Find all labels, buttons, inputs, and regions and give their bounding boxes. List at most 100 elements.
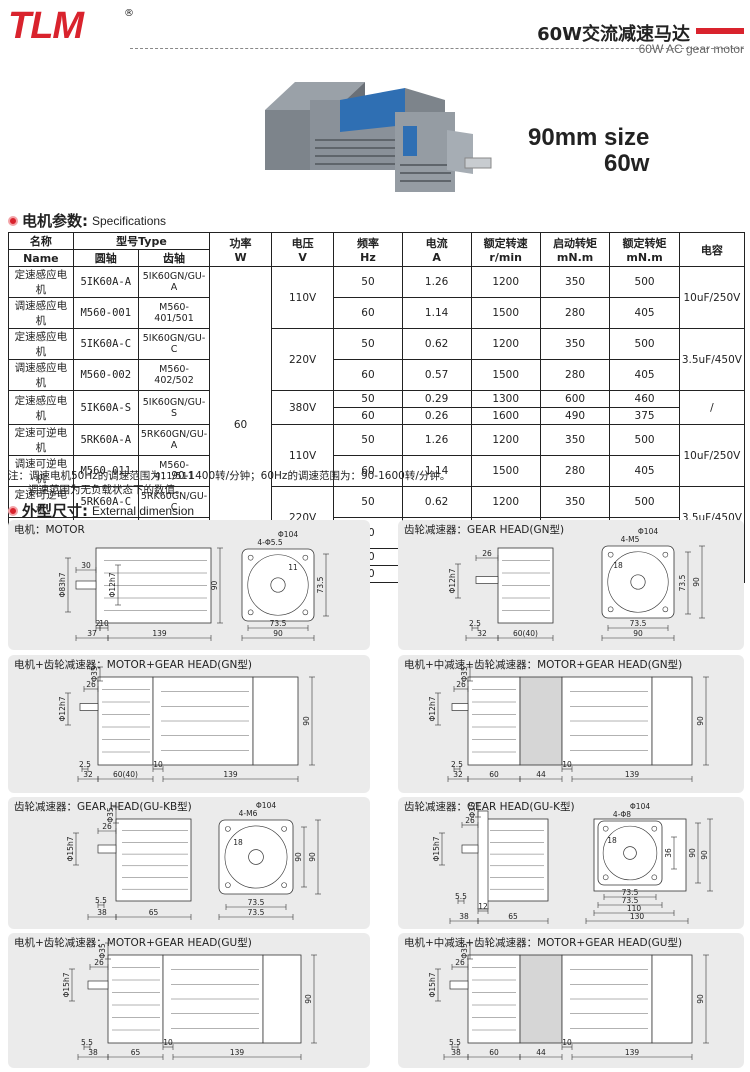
cell-speed: 1200 <box>470 424 541 456</box>
cell-name: 定速感应电机 <box>8 390 74 425</box>
mount-hole <box>651 874 658 881</box>
dimension-label: 5.5 <box>449 1038 461 1047</box>
gearbox-body <box>651 954 693 1044</box>
cell-gear-model: 5IK60GN/GU-C <box>137 328 211 360</box>
gearbox-body <box>252 676 299 766</box>
shaft-circle <box>630 574 646 590</box>
col-frequency-label: 频率 <box>356 237 379 250</box>
bullet-icon <box>8 505 18 516</box>
dimension-label: 4-Φ8 <box>613 810 631 819</box>
col-power: 功率 W <box>209 232 272 267</box>
cell-model: 5RK60A-A <box>72 424 139 456</box>
cell-speed: 1500 <box>470 297 541 329</box>
dimension-label: 32 <box>477 629 487 638</box>
mount-hole <box>302 554 309 561</box>
dimension-label: 90 <box>696 716 705 726</box>
cell-start-torque: 350 <box>539 328 611 360</box>
cell-current: 1.26 <box>401 266 472 298</box>
dimension-label: 5.5 <box>81 1038 93 1047</box>
dimension-label: 18 <box>607 836 617 845</box>
cell-current: 0.62 <box>401 328 472 360</box>
cell-rated-torque: 405 <box>609 455 680 487</box>
cell-model: 5IK60A-S <box>72 390 139 425</box>
header-divider <box>130 48 744 49</box>
dimension-label: 26 <box>86 680 96 689</box>
dimension-label: Φ35 <box>460 666 469 682</box>
dimension-label: Φ104 <box>638 527 658 536</box>
cell-voltage: 220V <box>270 328 335 391</box>
cell-rated-torque: 405 <box>609 297 680 329</box>
dimension-label: 18 <box>233 838 243 847</box>
dimension-label: 26 <box>456 680 466 689</box>
dimension-label: 73.5 <box>678 574 687 591</box>
dimension-label: Φ35 <box>90 666 99 682</box>
mount-hole <box>662 551 669 558</box>
dimension-label: 2.5 <box>79 760 91 769</box>
dimension-label: 38 <box>88 1048 98 1057</box>
spec-heading: 电机参数: Specifications <box>8 210 166 231</box>
dimension-label: 60 <box>489 770 499 779</box>
dimension-label: 90 <box>688 848 697 858</box>
cell-capacitor: / <box>678 390 746 425</box>
cell-frequency: 50 <box>333 424 403 456</box>
cell-frequency: 60 <box>333 455 403 487</box>
col-speed-label: 额定转速 <box>483 237 528 250</box>
dimension-label: 139 <box>625 770 640 779</box>
shaft-circle <box>248 849 264 865</box>
cell-rated-torque: 405 <box>609 359 680 391</box>
page-subtitle: 60W AC gear motor <box>638 42 744 56</box>
col-current: 电流 A <box>401 232 472 267</box>
cell-gear-model: 5IK60GN/GU-A <box>137 266 211 298</box>
dimension-label: 73.5 <box>630 619 647 628</box>
cell-model: M560-001 <box>72 297 139 329</box>
dimension-label: 73.5 <box>270 619 287 628</box>
col-voltage: 电压 V <box>270 232 335 267</box>
pilot-circle <box>602 825 658 881</box>
col-voltage-unit: V <box>298 251 307 264</box>
panel-label: 电机+齿轮减速器：MOTOR+GEAR HEAD(GU型) <box>14 937 252 949</box>
gearbox-body <box>519 676 563 766</box>
cell-start-torque: 280 <box>539 359 611 391</box>
cell-name: 调速感应电机 <box>8 297 74 329</box>
col-name-cn: 名称 <box>8 232 74 250</box>
cell-frequency: 50 <box>333 390 403 408</box>
dimension-label: Φ35 <box>468 802 477 818</box>
cell-voltage: 380V <box>270 390 335 425</box>
col-start-torque: 启动转矩 mN.m <box>539 232 611 267</box>
mount-hole <box>602 825 609 832</box>
cell-frequency: 50 <box>333 328 403 360</box>
col-rated-torque-unit: mN.m <box>626 251 663 264</box>
col-frequency-unit: Hz <box>360 251 376 264</box>
dimension-label: Φ12h7 <box>108 572 117 597</box>
shaft-circle <box>270 577 286 593</box>
dimension-label: 60 <box>489 1048 499 1057</box>
panel-label: 齿轮减速器：GEAR HEAD(GN型) <box>404 524 565 536</box>
mount-hole <box>602 874 609 881</box>
dimension-label: Φ15h7 <box>66 836 75 861</box>
mount-foot <box>477 810 489 910</box>
dimension-label: 65 <box>131 1048 141 1057</box>
cell-rated-torque: 500 <box>609 424 680 456</box>
cell-speed: 1300 <box>470 390 541 408</box>
dimension-label: Φ35 <box>106 807 115 823</box>
col-capacitor: 电容 <box>678 232 746 267</box>
col-name-en: Name <box>8 249 74 267</box>
cell-model: 5IK60A-A <box>72 266 139 298</box>
dimension-label: Φ12h7 <box>448 568 457 593</box>
col-type: 型号Type <box>72 232 211 250</box>
col-rated-torque-label: 额定转矩 <box>622 237 667 250</box>
panel-label: 电机+中减速+齿轮减速器：MOTOR+GEAR HEAD(GU型) <box>404 937 683 949</box>
cell-frequency: 60 <box>333 297 403 329</box>
cell-start-torque: 350 <box>539 266 611 298</box>
pilot-circle <box>247 554 309 616</box>
cell-start-torque: 600 <box>539 390 611 408</box>
